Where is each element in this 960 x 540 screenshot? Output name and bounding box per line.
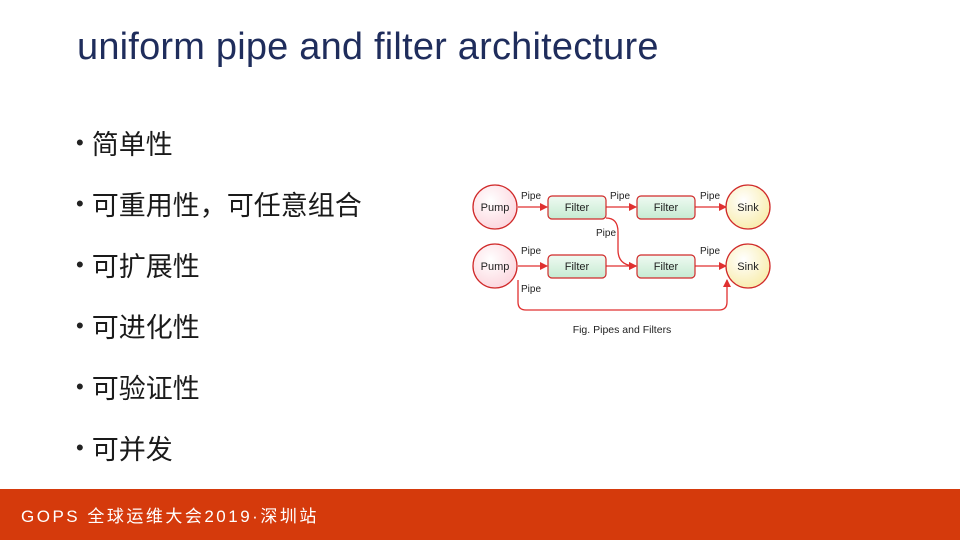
filter-node bbox=[636, 195, 696, 220]
pipe-label: Pipe bbox=[610, 191, 630, 202]
bullet-dot-icon: • bbox=[76, 190, 84, 216]
bullet-item: • 可进化性 bbox=[76, 295, 362, 356]
pipe-label: Pipe bbox=[521, 191, 541, 202]
bullet-text: 可并发 bbox=[91, 435, 173, 465]
pipes-and-filters-diagram: Pump Pump Filter Filter Filter Filter Si… bbox=[472, 184, 771, 336]
bullet-item: • 简单性 bbox=[76, 112, 362, 173]
footer-bar: GOPS 全球运维大会2019·深圳站 bbox=[0, 489, 960, 540]
bullet-text: 可重用性，可任意组合 bbox=[91, 191, 362, 221]
bullet-item: • 可并发 bbox=[76, 417, 362, 478]
bullet-item: • 可重用性，可任意组合 bbox=[76, 173, 362, 234]
bullet-dot-icon: • bbox=[76, 434, 84, 460]
sink-node bbox=[725, 184, 771, 230]
pipe-label: Pipe bbox=[596, 228, 616, 239]
footer-text: GOPS 全球运维大会2019·深圳站 bbox=[21, 507, 319, 526]
pipe-label: Pipe bbox=[700, 246, 720, 257]
pipe-arrow bbox=[605, 217, 637, 270]
bullet-dot-icon: • bbox=[76, 251, 84, 277]
bullet-item: • 可验证性 bbox=[76, 356, 362, 417]
pipe-label: Pipe bbox=[700, 191, 720, 202]
sink-node bbox=[725, 243, 771, 289]
bullet-list: • 简单性 • 可重用性，可任意组合 • 可扩展性 • 可进化性 • 可验证性 • 可并发 bbox=[76, 112, 362, 478]
bullet-text: 可扩展性 bbox=[91, 252, 200, 282]
pipe-label: Pipe bbox=[521, 284, 541, 295]
bullet-item: • 可扩展性 bbox=[76, 234, 362, 295]
filter-node bbox=[547, 195, 607, 220]
sink-label: Sink bbox=[737, 202, 759, 214]
filter-node bbox=[547, 254, 607, 279]
pipe-label: Pipe bbox=[521, 246, 541, 257]
filter-label: Filter bbox=[565, 261, 590, 273]
pump-label: Pump bbox=[481, 261, 510, 273]
pump-label: Pump bbox=[481, 202, 510, 214]
filter-label: Filter bbox=[654, 202, 679, 214]
pump-node bbox=[472, 184, 518, 230]
bullet-dot-icon: • bbox=[76, 312, 84, 338]
pump-node bbox=[472, 243, 518, 289]
filter-label: Filter bbox=[654, 261, 679, 273]
bullet-text: 简单性 bbox=[91, 130, 173, 160]
bullet-text: 可验证性 bbox=[91, 374, 200, 404]
filter-node bbox=[636, 254, 696, 279]
slide-title: uniform pipe and filter architecture bbox=[77, 26, 659, 68]
bullet-dot-icon: • bbox=[76, 129, 84, 155]
pipe-arrow bbox=[517, 279, 731, 311]
sink-label: Sink bbox=[737, 261, 759, 273]
bullet-dot-icon: • bbox=[76, 373, 84, 399]
bullet-text: 可进化性 bbox=[91, 313, 200, 343]
diagram-caption: Fig. Pipes and Filters bbox=[573, 324, 672, 336]
filter-label: Filter bbox=[565, 202, 590, 214]
